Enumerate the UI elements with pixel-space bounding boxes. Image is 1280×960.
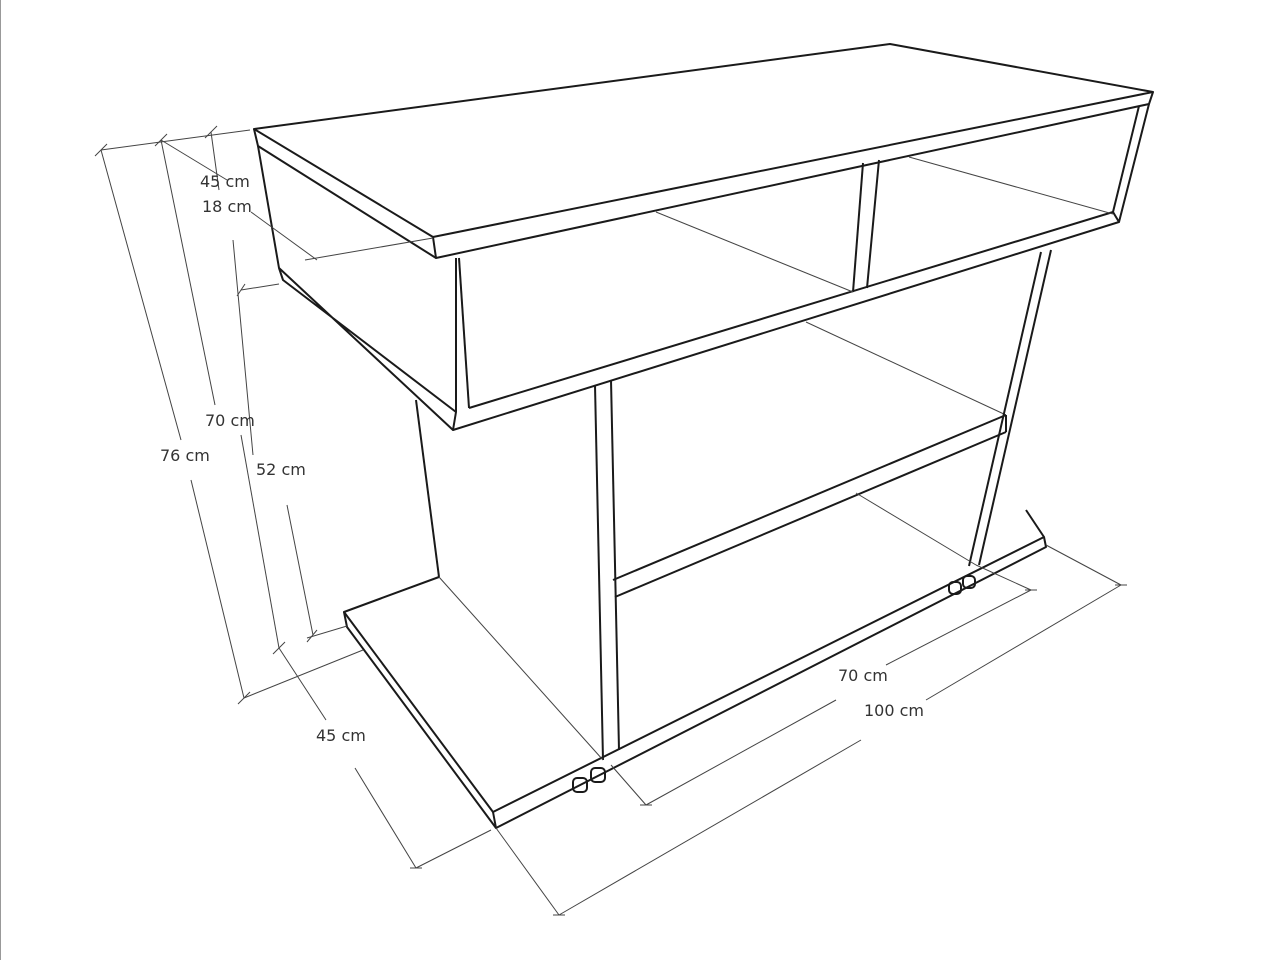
dim-total-height: 76 cm — [160, 446, 210, 465]
dim-inner-width: 70 cm — [838, 666, 888, 685]
wheel-icon — [572, 575, 976, 793]
dim-inner-height: 70 cm — [205, 411, 255, 430]
dim-base-depth: 45 cm — [316, 726, 366, 745]
dim-lower-height: 52 cm — [256, 460, 306, 479]
dim-shelf-height: 18 cm — [202, 197, 252, 216]
furniture-outline — [253, 43, 1154, 829]
dimension-lines — [94, 125, 1127, 916]
dim-top-depth: 45 cm — [200, 172, 250, 191]
dim-total-width: 100 cm — [864, 701, 925, 720]
